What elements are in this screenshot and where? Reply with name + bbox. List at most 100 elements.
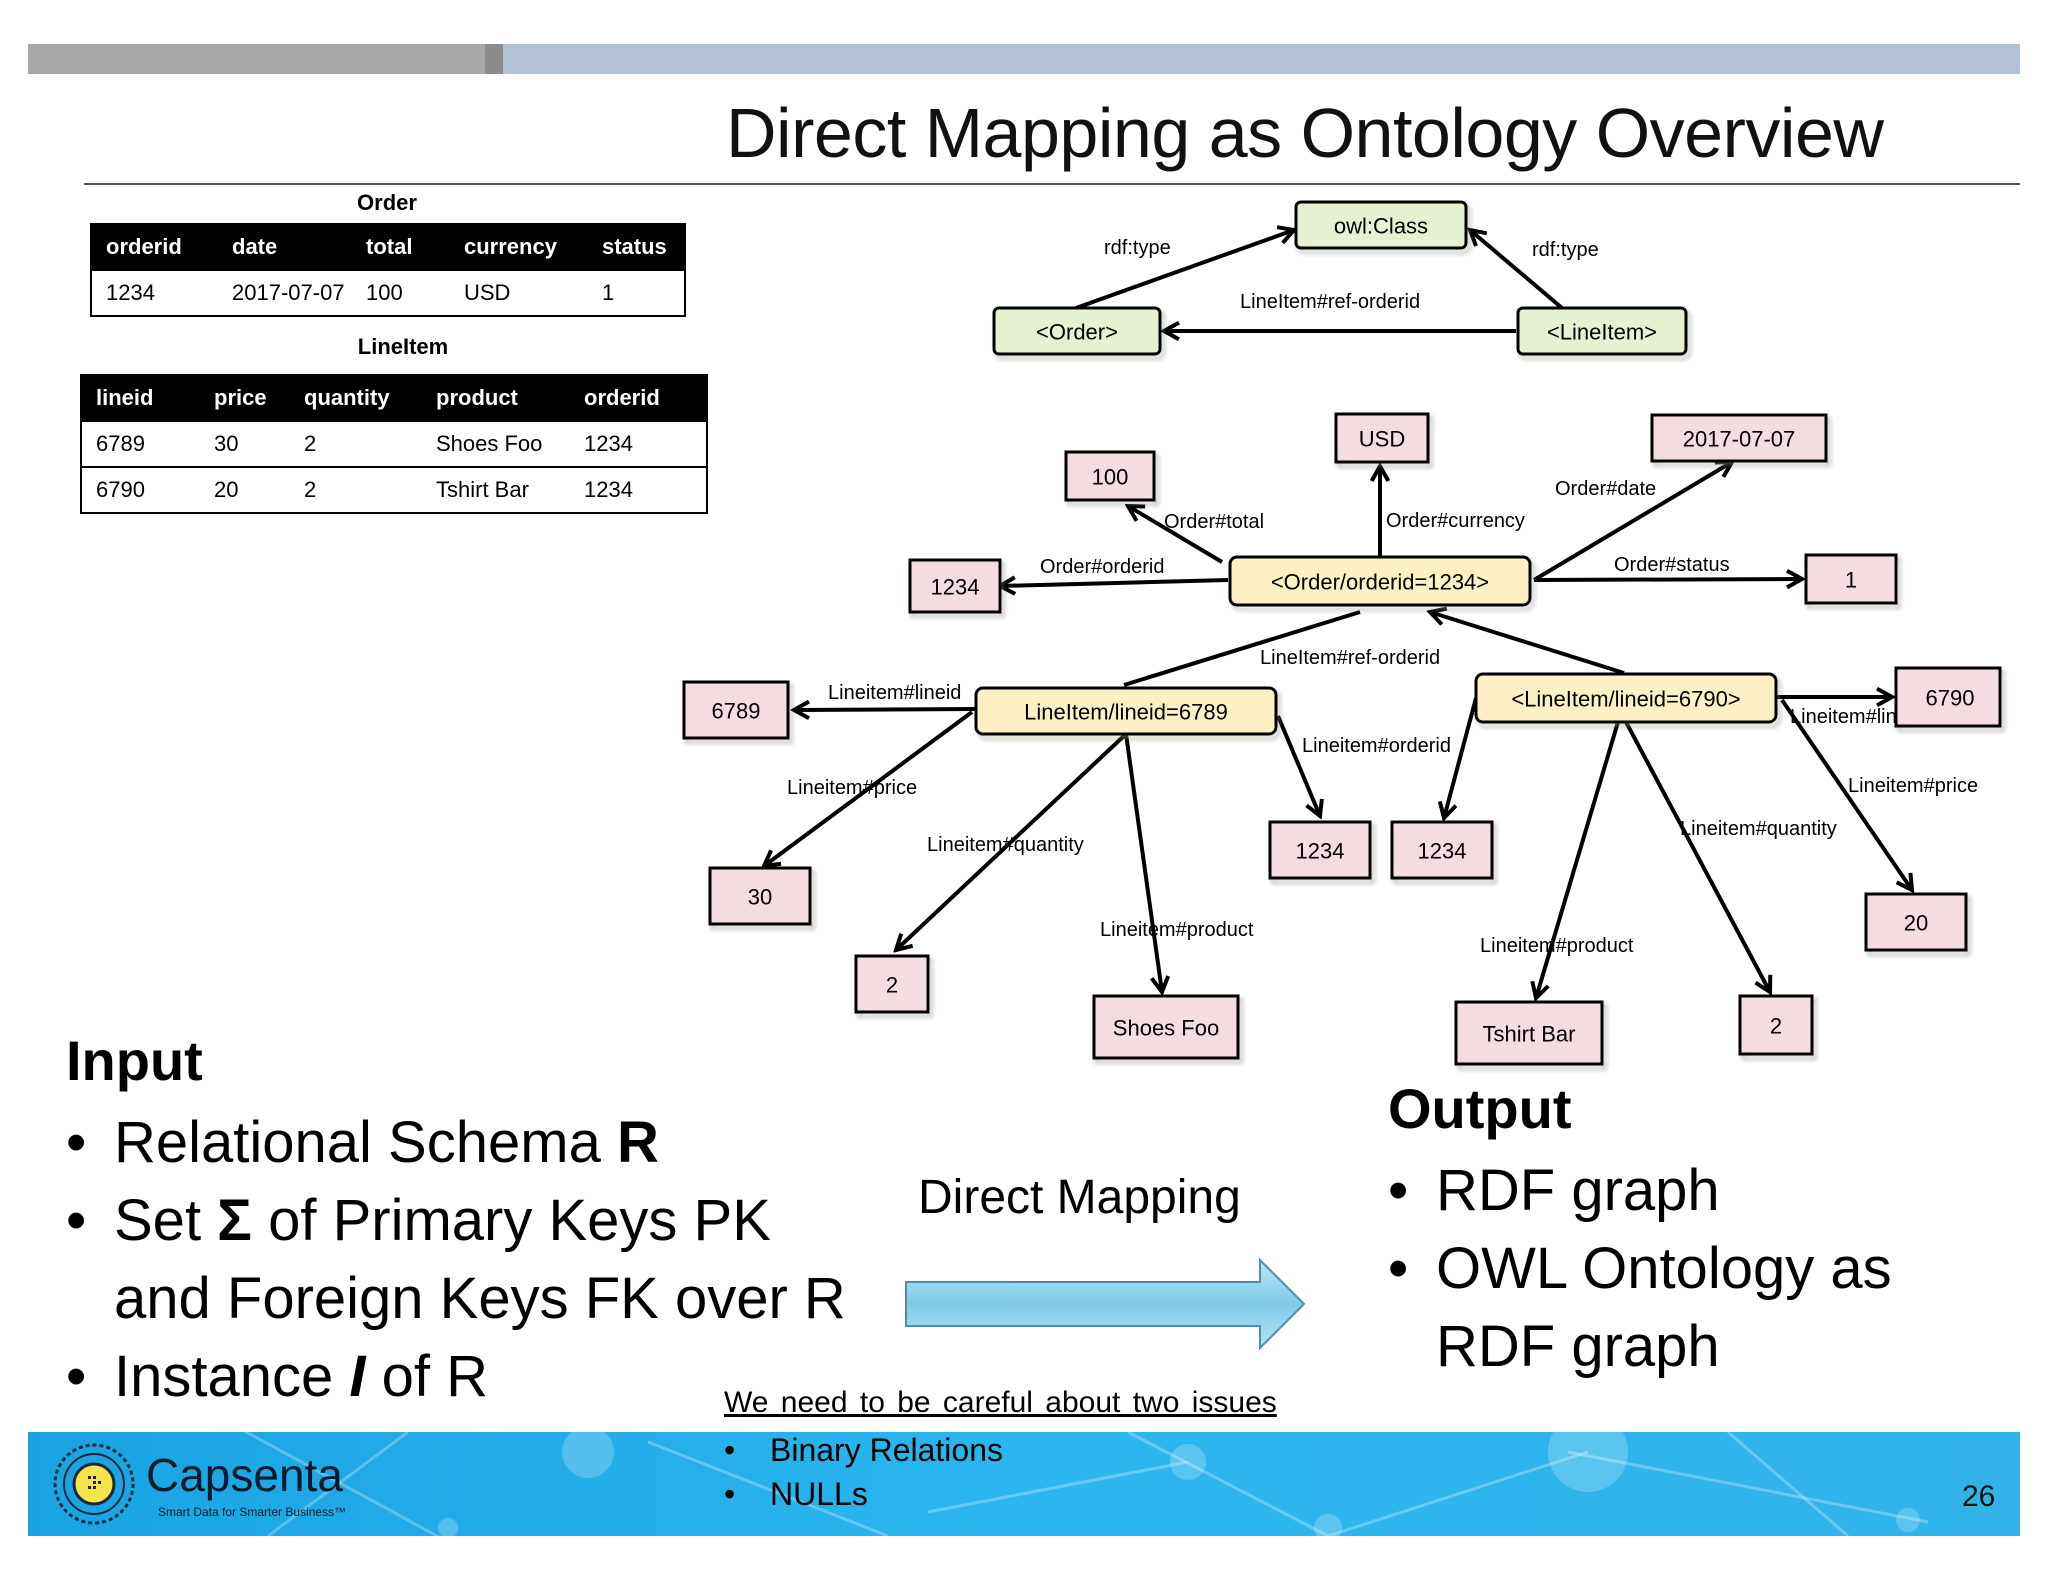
edge-6790-quantity: [1624, 721, 1770, 992]
node-quantity-6790: 2: [1738, 994, 1814, 1056]
direct-mapping-label: Direct Mapping: [918, 1171, 1241, 1224]
edge-order-status: [1533, 579, 1802, 580]
order-col-status: status: [588, 224, 685, 270]
edge-label: Order#date: [1555, 478, 1656, 500]
edge-lineitem-rdftype: [1470, 230, 1564, 310]
table-row: 6790 20 2 Tshirt Bar 1234: [81, 466, 707, 513]
svg-text:6790: 6790: [1926, 686, 1975, 711]
lineitem-table-caption: LineItem: [357, 334, 449, 359]
capsenta-logo-icon: [53, 1443, 135, 1525]
brand-tagline: Smart Data for Smarter Business™: [158, 1505, 347, 1519]
edge-label: Order#currency: [1386, 510, 1525, 532]
node-orderid-value: 1234: [908, 558, 1002, 614]
edge-label: LineItem#ref-orderid: [1240, 291, 1420, 313]
table-cell: 6790: [81, 466, 200, 513]
edge-label: rdf:type: [1104, 237, 1171, 259]
order-table: orderid date total currency status 1234 …: [90, 223, 686, 317]
table-cell: 1234: [570, 466, 707, 513]
edge-ref-orderid-6789: [1123, 610, 1361, 687]
issues-note: We need to be careful about two issues: [724, 1386, 1277, 1419]
svg-text:1: 1: [1845, 568, 1857, 593]
svg-text:<Order/orderid=1234>: <Order/orderid=1234>: [1271, 570, 1489, 595]
footer-banner: [28, 1432, 2020, 1536]
lineitem-col-orderid: orderid: [570, 375, 707, 421]
edge-label: Lineitem#product: [1480, 935, 1634, 957]
output-heading: Output: [1388, 1077, 1572, 1140]
edge-label: Lineitem#price: [787, 777, 917, 799]
edge-labels: rdf:type rdf:type LineItem#ref-orderid O…: [787, 237, 1978, 957]
table-cell: 100: [352, 269, 450, 316]
svg-text:2017-07-07: 2017-07-07: [1683, 427, 1796, 452]
table-cell: 2: [290, 466, 422, 513]
svg-text:2: 2: [1770, 1014, 1782, 1039]
edge-label: Lineitem#orderid: [1302, 735, 1451, 757]
lineitem-col-product: product: [422, 375, 570, 421]
edge-label: Lineitem#lineid: [1790, 706, 1923, 728]
list-item: Instance I of R: [66, 1338, 846, 1416]
lineitem-col-lineid: lineid: [81, 375, 200, 421]
node-lineid-6789: 6789: [682, 680, 790, 740]
edge-label: Lineitem#product: [1100, 919, 1254, 941]
lineitem-col-quantity: quantity: [290, 375, 422, 421]
edge-label: Order#status: [1614, 554, 1730, 576]
instance-edges: [764, 462, 1912, 998]
node-product-shoes: Shoes Foo: [1092, 994, 1240, 1060]
node-owl-class: owl:Class: [1294, 200, 1468, 250]
edge-order-orderid: [1000, 580, 1229, 586]
node-order-class: <Order>: [992, 306, 1162, 356]
edge-6789-product: [1124, 733, 1162, 992]
svg-text:USD: USD: [1359, 427, 1405, 452]
svg-text:2: 2: [886, 973, 898, 998]
node-status: 1: [1804, 553, 1898, 605]
node-usd: USD: [1334, 412, 1430, 464]
edge-label: Lineitem#price: [1848, 775, 1978, 797]
node-orderid-6789: 1234: [1268, 820, 1372, 880]
table-cell: 1: [588, 269, 685, 316]
list-item: Relational Schema R: [66, 1104, 846, 1182]
lineitem-col-price: price: [200, 375, 290, 421]
node-price-30: 30: [708, 866, 812, 926]
list-item: NULLs: [724, 1472, 1003, 1516]
svg-text:100: 100: [1092, 465, 1129, 490]
edge-label: Order#orderid: [1040, 556, 1165, 578]
header-bar-right: [503, 44, 2020, 74]
edge-label: Lineitem#quantity: [1680, 818, 1837, 840]
table-cell: 2017-07-07: [218, 269, 352, 316]
table-cell: 30: [200, 420, 290, 467]
graph-nodes: owl:Class <Order> <LineItem> USD 2017-07…: [682, 200, 2002, 1066]
input-list: Relational Schema R Set Σ of Primary Key…: [66, 1104, 846, 1416]
edge-6789-lineid: [794, 709, 977, 710]
svg-text:<Order>: <Order>: [1036, 320, 1118, 345]
table-cell: Tshirt Bar: [422, 466, 570, 513]
svg-text:LineItem/lineid=6789: LineItem/lineid=6789: [1024, 700, 1228, 725]
svg-text:Tshirt Bar: Tshirt Bar: [1483, 1022, 1576, 1047]
node-quantity-6789: 2: [854, 954, 930, 1014]
edge-6789-orderid: [1276, 715, 1320, 816]
table-cell: 1234: [91, 269, 218, 316]
table-row: 6789 30 2 Shoes Foo 1234: [81, 420, 707, 467]
table-cell: 2: [290, 420, 422, 467]
edge-6790-product: [1536, 721, 1620, 998]
node-lineitem-6790: <LineItem/lineid=6790>: [1474, 672, 1778, 724]
node-orderid-6790: 1234: [1390, 820, 1494, 880]
order-col-date: date: [218, 224, 352, 270]
svg-text:1234: 1234: [1296, 839, 1345, 864]
node-date: 2017-07-07: [1650, 413, 1828, 463]
ontology-edges: [1075, 230, 1564, 331]
order-table-caption: Order: [357, 190, 417, 215]
node-price-20: 20: [1864, 892, 1968, 952]
edge-order-rdftype: [1075, 230, 1294, 310]
page-number: 26: [1962, 1480, 1996, 1513]
issues-list: Binary Relations NULLs: [724, 1428, 1003, 1516]
table-cell: Shoes Foo: [422, 420, 570, 467]
edge-label: Order#total: [1164, 511, 1264, 533]
node-product-tshirt: Tshirt Bar: [1454, 1000, 1604, 1066]
svg-text:20: 20: [1904, 911, 1928, 936]
edge-6789-quantity: [896, 732, 1128, 950]
svg-text:Shoes Foo: Shoes Foo: [1113, 1016, 1219, 1041]
header-bar-divider: [485, 44, 503, 74]
brand-name: Capsenta: [146, 1449, 343, 1501]
svg-text:1234: 1234: [931, 575, 980, 600]
table-cell: 1234: [570, 420, 707, 467]
table-row: 1234 2017-07-07 100 USD 1: [91, 269, 685, 316]
